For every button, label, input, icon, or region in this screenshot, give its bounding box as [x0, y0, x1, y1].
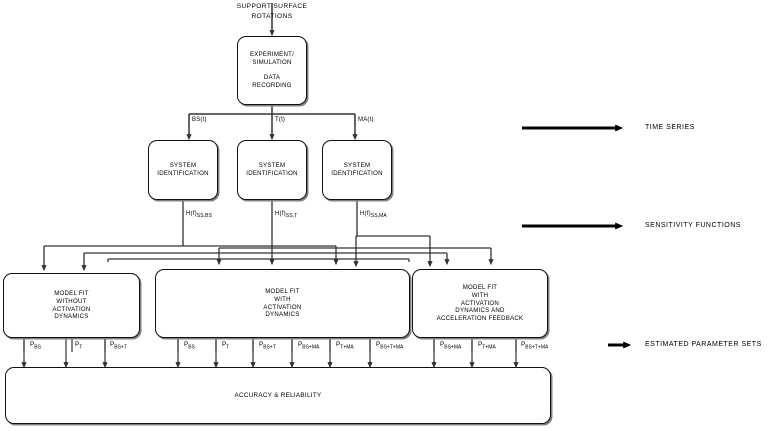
p-base-g1-2: P — [110, 341, 115, 348]
sysid3-line1: SYSTEM — [343, 162, 371, 170]
mf1-line4: DYNAMICS — [54, 313, 89, 321]
param-label-g2-2: PBS+T — [259, 341, 276, 350]
h-base-2: H(f) — [275, 211, 286, 217]
experiment-line1: EXPERIMENT/ — [249, 51, 295, 59]
p-sub-g2-5: BS+T+MA — [380, 344, 404, 351]
p-base-g2-1: P — [222, 341, 227, 348]
mf3-line5: ACCELERATION FEEDBACK — [436, 314, 524, 322]
p-sub-g1-2: BS+T — [114, 344, 127, 351]
p-base-g3-0: P — [440, 341, 445, 348]
mf2-line2: WITH — [274, 295, 291, 303]
experiment-line4: RECORDING — [252, 81, 292, 89]
mf3-line4: DYNAMICS AND — [455, 307, 505, 315]
transfer-label-ss-t: H(f)SS,T — [275, 211, 297, 219]
p-sub-g2-2: BS+T — [263, 344, 276, 351]
system-identification-box-bs[interactable]: SYSTEM IDENTIFICATION — [148, 140, 218, 200]
mf2-line1: MODEL FIT — [265, 288, 300, 296]
param-label-g2-0: PBS — [184, 341, 195, 350]
legend-label-time-series: TIME SERIES — [645, 124, 695, 131]
mf3-line3: ACTIVATION — [460, 299, 500, 307]
p-base-g1-1: P — [75, 341, 80, 348]
model-fit-box-2[interactable]: MODEL FIT WITH ACTIVATION DYNAMICS — [155, 269, 410, 338]
mf1-line2: WITHOUT — [56, 297, 87, 305]
h-base-1: H(f) — [186, 211, 197, 217]
sysid3-line2: IDENTIFICATION — [331, 170, 383, 177]
p-base-g2-3: P — [298, 341, 303, 348]
accuracy-reliability-label: ACCURACY & RELIABILITY — [234, 391, 322, 399]
experiment-line2: SIMULATION — [252, 59, 292, 67]
signal-label-t: T(t) — [275, 117, 286, 123]
p-base-g2-5: P — [376, 341, 381, 348]
signal-label-ma: MA(t) — [358, 117, 374, 123]
transfer-label-ss-ma: H(f)SS,MA — [360, 211, 387, 219]
signal-label-bs: BS(t) — [192, 117, 207, 123]
sysid2-line1: SYSTEM — [258, 162, 286, 170]
support-surface-rotations-label: SUPPORT SURFACE ROTATIONS — [222, 2, 322, 22]
p-sub-g1-0: BS — [34, 344, 41, 351]
param-label-g3-0: PBS+MA — [440, 341, 461, 350]
sysid1-line2: IDENTIFICATION — [157, 170, 209, 177]
p-sub-g3-0: BS+MA — [444, 344, 462, 351]
param-label-g2-3: PBS+MA — [298, 341, 319, 350]
system-identification-box-ma[interactable]: SYSTEM IDENTIFICATION — [322, 140, 392, 200]
p-base-g2-4: P — [336, 341, 341, 348]
system-identification-box-t[interactable]: SYSTEM IDENTIFICATION — [237, 140, 307, 200]
accuracy-reliability-box[interactable]: ACCURACY & RELIABILITY — [5, 367, 551, 424]
mf3-line1: MODEL FIT — [462, 284, 498, 292]
top-label-line2: ROTATIONS — [251, 12, 293, 20]
param-label-g2-1: PT — [222, 341, 229, 350]
param-label-g2-4: PT+MA — [336, 341, 354, 350]
param-label-g1-1: PT — [75, 341, 82, 350]
p-base-g1-0: P — [30, 341, 35, 348]
mf3-line2: WITH — [471, 292, 489, 300]
param-label-g1-2: PBS+T — [110, 341, 127, 350]
transfer-label-ss-bs: H(f)SS,BS — [186, 211, 212, 219]
p-base-g2-2: P — [259, 341, 264, 348]
param-label-g1-0: PBS — [30, 341, 41, 350]
h-sub-1: SS,BS — [196, 213, 213, 220]
mf1-line1: MODEL FIT — [54, 290, 89, 298]
legend-label-sensitivity-functions: SENSITIVITY FUNCTIONS — [645, 222, 741, 229]
p-sub-g3-1: T+MA — [482, 344, 496, 351]
sysid1-line1: SYSTEM — [169, 162, 197, 170]
p-sub-g2-1: T — [226, 344, 230, 351]
p-sub-g2-0: BS — [188, 344, 195, 351]
p-sub-g3-2: BS+T+MA — [525, 344, 549, 351]
experiment-line3: DATA — [263, 74, 281, 82]
param-label-g3-1: PT+MA — [478, 341, 496, 350]
param-label-g2-5: PBS+T+MA — [376, 341, 403, 350]
mf2-line4: DYNAMICS — [265, 311, 300, 319]
h-sub-3: SS,MA — [370, 213, 387, 220]
p-base-g2-0: P — [184, 341, 189, 348]
mf1-line3: ACTIVATION — [52, 305, 91, 313]
h-sub-2: SS,T — [285, 213, 298, 220]
p-sub-g2-3: BS+MA — [302, 344, 320, 351]
p-base-g3-2: P — [521, 341, 526, 348]
legend-label-estimated-parameter-sets: ESTIMATED PARAMETER SETS — [645, 341, 762, 348]
model-fit-box-3[interactable]: MODEL FIT WITH ACTIVATION DYNAMICS AND A… — [412, 269, 548, 338]
model-fit-box-1[interactable]: MODEL FIT WITHOUT ACTIVATION DYNAMICS — [3, 273, 140, 338]
p-sub-g2-4: T+MA — [340, 344, 354, 351]
sysid2-line2: IDENTIFICATION — [246, 170, 298, 177]
param-label-g3-2: PBS+T+MA — [521, 341, 548, 350]
mf2-line3: ACTIVATION — [263, 303, 302, 311]
p-base-g3-1: P — [478, 341, 483, 348]
p-sub-g1-1: T — [79, 344, 83, 351]
h-base-3: H(f) — [360, 211, 371, 217]
experiment-simulation-box[interactable]: EXPERIMENT/ SIMULATION DATA RECORDING — [237, 36, 307, 105]
top-label-line1: SUPPORT SURFACE — [236, 3, 308, 10]
